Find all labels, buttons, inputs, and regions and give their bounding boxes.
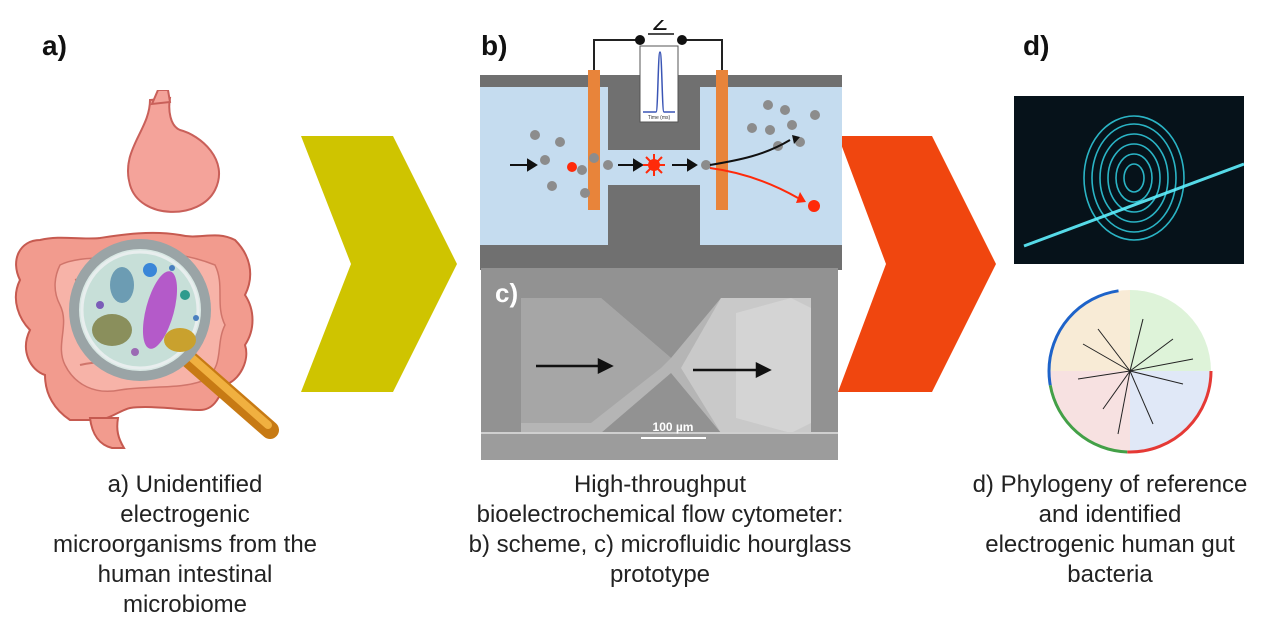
- detected-cell-star: [643, 154, 665, 176]
- caption-d: d) Phylogeny of reference and identified…: [950, 470, 1270, 590]
- panel-a-letter: a): [42, 30, 67, 61]
- caption-bc-line: bioelectrochemical flow cytometer:: [476, 501, 844, 528]
- phylogenetic-tree-icon: [1047, 288, 1213, 454]
- caption-a-line: human intestinal: [97, 561, 273, 588]
- caption-a-line: microbiome: [122, 591, 248, 618]
- caption-d-line: bacteria: [1067, 561, 1153, 588]
- chevron-arrow-right: [838, 136, 996, 392]
- scale-bar-label: 100 µm: [653, 420, 694, 434]
- wire-left: [593, 39, 638, 70]
- chevron-arrow-left: [301, 136, 457, 392]
- fingerprint-icon: [1083, 115, 1185, 241]
- particles: [530, 100, 820, 198]
- electrode-left: [588, 70, 600, 210]
- panel-c-letter: c): [495, 278, 518, 308]
- caption-a-line: electrogenic: [120, 501, 250, 528]
- terminal-left: [635, 35, 645, 45]
- impedance-axis-label: Time (ms): [648, 115, 671, 121]
- target-cell: [567, 162, 577, 172]
- panel-a-illustration: [14, 90, 279, 449]
- chevron-right-shape: [838, 136, 996, 392]
- caption-a: a) Unidentified electrogenic microorgani…: [40, 470, 330, 620]
- phylogenetic-tree: [1047, 288, 1213, 454]
- sort-arrow-lower: [709, 167, 799, 199]
- impedance-symbol: Z: [653, 20, 670, 36]
- caption-bc-line: High-throughput: [573, 471, 747, 498]
- channel-bottom-wall: [480, 245, 842, 270]
- caption-bc-line: prototype: [609, 561, 711, 588]
- caption-a-line: a) Unidentified: [107, 471, 263, 498]
- fingerprint-image: [1014, 96, 1244, 264]
- bacteria-icon: [92, 263, 199, 356]
- terminal-right: [677, 35, 687, 45]
- panel-d-letter: d): [1023, 30, 1050, 61]
- sorted-target-cell: [808, 200, 820, 212]
- sem-flow-arrows: [536, 357, 772, 379]
- caption-bc: High-throughput bioelectrochemical flow …: [440, 470, 880, 590]
- caption-bc-line: b) scheme, c) microfluidic hourglass: [468, 531, 852, 558]
- flow-cytometer-scheme: Z Time (ms): [480, 20, 842, 270]
- panel-b-letter: b): [481, 30, 508, 61]
- wire-right: [684, 39, 723, 70]
- caption-d-line: electrogenic human gut: [985, 531, 1235, 558]
- sort-arrow-upper: [709, 139, 791, 166]
- electrode-right: [716, 70, 728, 210]
- impedance-peak-icon: [643, 51, 675, 113]
- sem-micrograph: 100 µm c): [481, 268, 838, 460]
- scan-line: [1023, 162, 1244, 248]
- flow-arrows: [510, 158, 698, 172]
- caption-d-line: and identified: [1038, 501, 1182, 528]
- caption-d-line: d) Phylogeny of reference: [972, 471, 1248, 498]
- caption-a-line: microorganisms from the: [52, 531, 318, 558]
- chevron-left-shape: [301, 136, 457, 392]
- constriction-bottom: [608, 185, 700, 247]
